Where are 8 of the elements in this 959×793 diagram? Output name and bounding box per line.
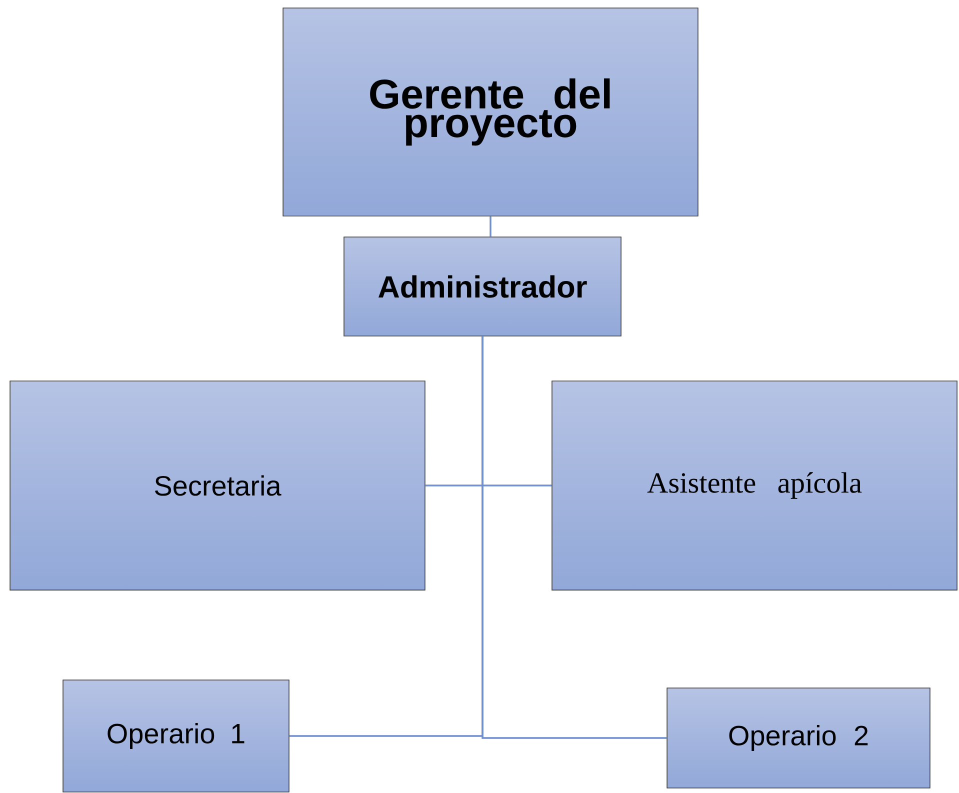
org-box: Secretaria: [10, 380, 426, 590]
org-box: Asistente apícola: [552, 380, 958, 590]
connector-line: [490, 216, 492, 237]
org-box: Administrador: [344, 236, 622, 336]
connector-line: [482, 336, 667, 739]
org-box: Operario 1: [62, 680, 290, 792]
org-box: Gerente del proyecto: [282, 8, 698, 216]
org-box: Operario 2: [666, 688, 930, 788]
